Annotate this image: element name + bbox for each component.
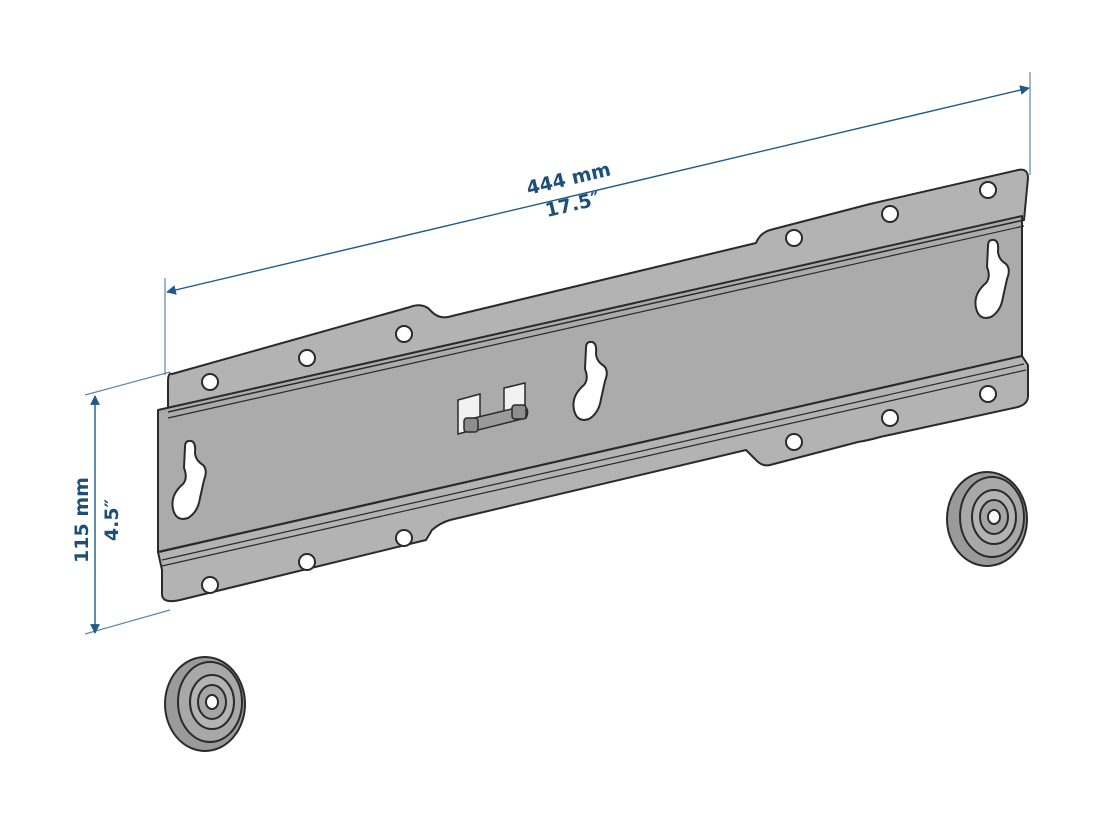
height-metric-label: 115 mm <box>71 477 93 563</box>
spacer-right <box>946 471 1028 567</box>
mounting-holes <box>201 181 997 594</box>
height-imperial-label: 4.5″ <box>101 498 123 541</box>
locking-clip <box>457 382 529 435</box>
spacer-left <box>164 656 246 752</box>
keyhole-left <box>171 439 207 520</box>
height-dimension: 115 mm 4.5″ <box>71 371 171 635</box>
keyhole-right <box>974 238 1010 319</box>
keyhole-center <box>572 340 608 421</box>
keyhole-slots <box>171 238 1010 520</box>
